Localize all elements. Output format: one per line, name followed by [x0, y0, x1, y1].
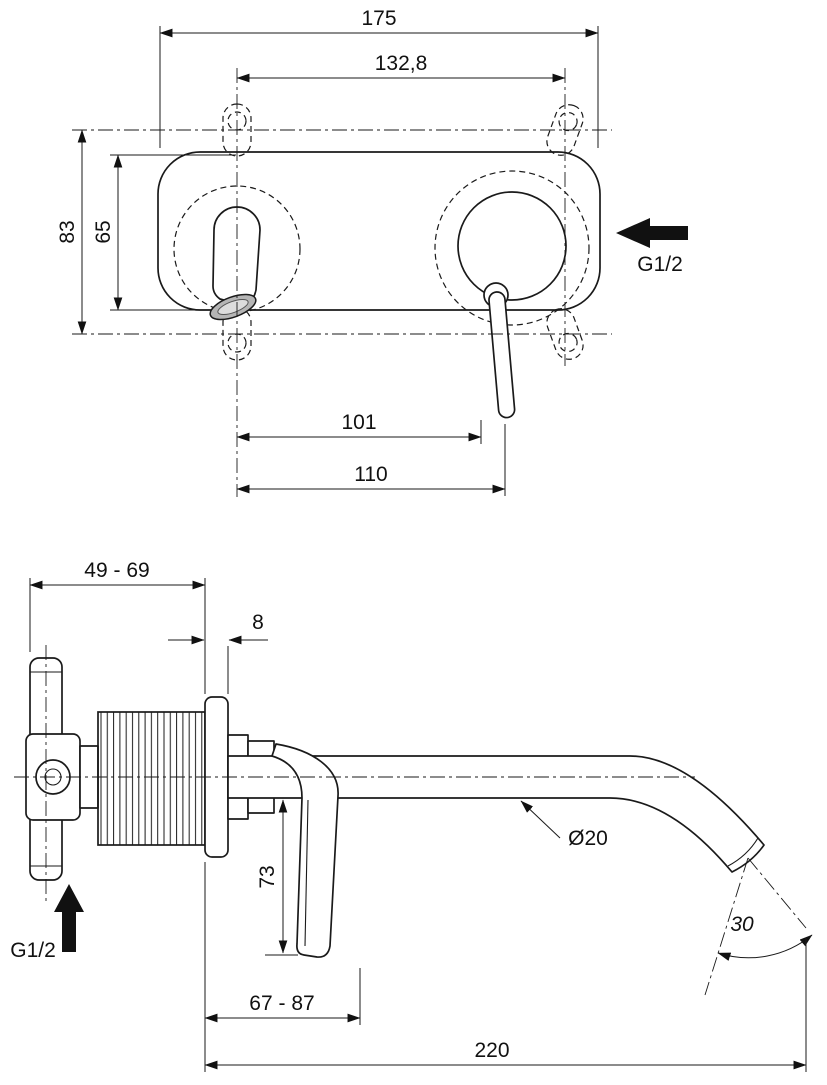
side-view: G1/2 49 - 69 8 73 Ø20 30 [10, 559, 813, 1072]
aerator [209, 293, 257, 321]
inlet-arrow-icon [616, 218, 688, 248]
svg-text:83: 83 [56, 220, 79, 243]
dim-plate-thickness: 8 [168, 611, 268, 694]
svg-text:110: 110 [354, 463, 387, 486]
svg-text:49 - 69: 49 - 69 [84, 559, 149, 582]
inlet-callout-front: G1/2 [616, 218, 688, 276]
front-view: G1/2 175 132,8 83 65 101 [56, 7, 688, 497]
wall-fitting [25, 657, 99, 881]
dim-spout-angle: 30 [704, 857, 813, 996]
dim-spout-reach: 101 [236, 411, 482, 444]
dim-hole-spacing: 132,8 [236, 52, 566, 83]
valve-rough-in-circle [434, 170, 590, 326]
dim-overall-width: 175 [159, 7, 599, 148]
spout-rough-in-circle [173, 185, 301, 313]
inlet-arrow-icon [54, 884, 84, 952]
rough-in-hidden-outlines [173, 103, 590, 361]
spout-end-face [727, 837, 759, 867]
handle-lever-side [271, 743, 339, 958]
side-centerlines [14, 645, 695, 902]
svg-text:132,8: 132,8 [375, 52, 428, 75]
dim-height-spout: 65 [92, 154, 236, 311]
dim-spout-diameter: Ø20 [520, 800, 608, 850]
inlet-callout-side: G1/2 [10, 884, 84, 962]
spout-front [209, 206, 261, 321]
svg-text:101: 101 [341, 411, 376, 434]
inlet-label: G1/2 [637, 253, 683, 276]
handle-escutcheon [457, 191, 567, 301]
dim-spout-projection: 220 [204, 938, 807, 1072]
dim-handle-reach: 110 [236, 424, 506, 496]
front-centerlines [72, 68, 612, 497]
handle-lever [488, 291, 516, 419]
svg-text:Ø20: Ø20 [568, 827, 608, 850]
threaded-body [97, 711, 206, 846]
svg-text:65: 65 [92, 220, 115, 243]
svg-text:73: 73 [256, 865, 279, 888]
svg-text:67 - 87: 67 - 87 [249, 992, 314, 1015]
svg-text:220: 220 [474, 1039, 509, 1062]
dim-handle-drop: 73 [256, 799, 298, 956]
handle-front [457, 191, 567, 419]
dim-handle-projection-range: 67 - 87 [204, 862, 361, 1072]
svg-text:8: 8 [252, 611, 264, 634]
svg-text:30: 30 [730, 913, 754, 936]
inlet-label: G1/2 [10, 939, 56, 962]
dim-height-overall: 83 [56, 129, 87, 335]
dim-wall-depth-range: 49 - 69 [29, 559, 206, 694]
svg-text:175: 175 [361, 7, 396, 30]
